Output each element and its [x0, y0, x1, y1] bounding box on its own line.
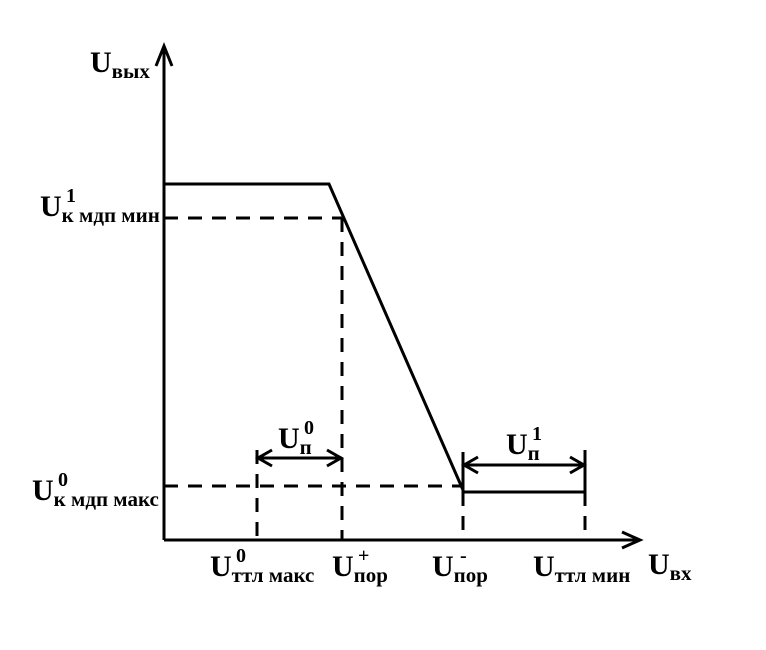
- x-axis-label: Uвх: [648, 548, 692, 585]
- label-uthr-plus: U+пор: [332, 545, 388, 587]
- y-axis-arrow: [154, 41, 174, 67]
- y-axis-label: Uвых: [90, 46, 150, 83]
- x-axis-arrow: [621, 530, 644, 550]
- transfer-curve: [164, 182, 465, 491]
- label-uthr-minus: U-пор: [432, 545, 488, 587]
